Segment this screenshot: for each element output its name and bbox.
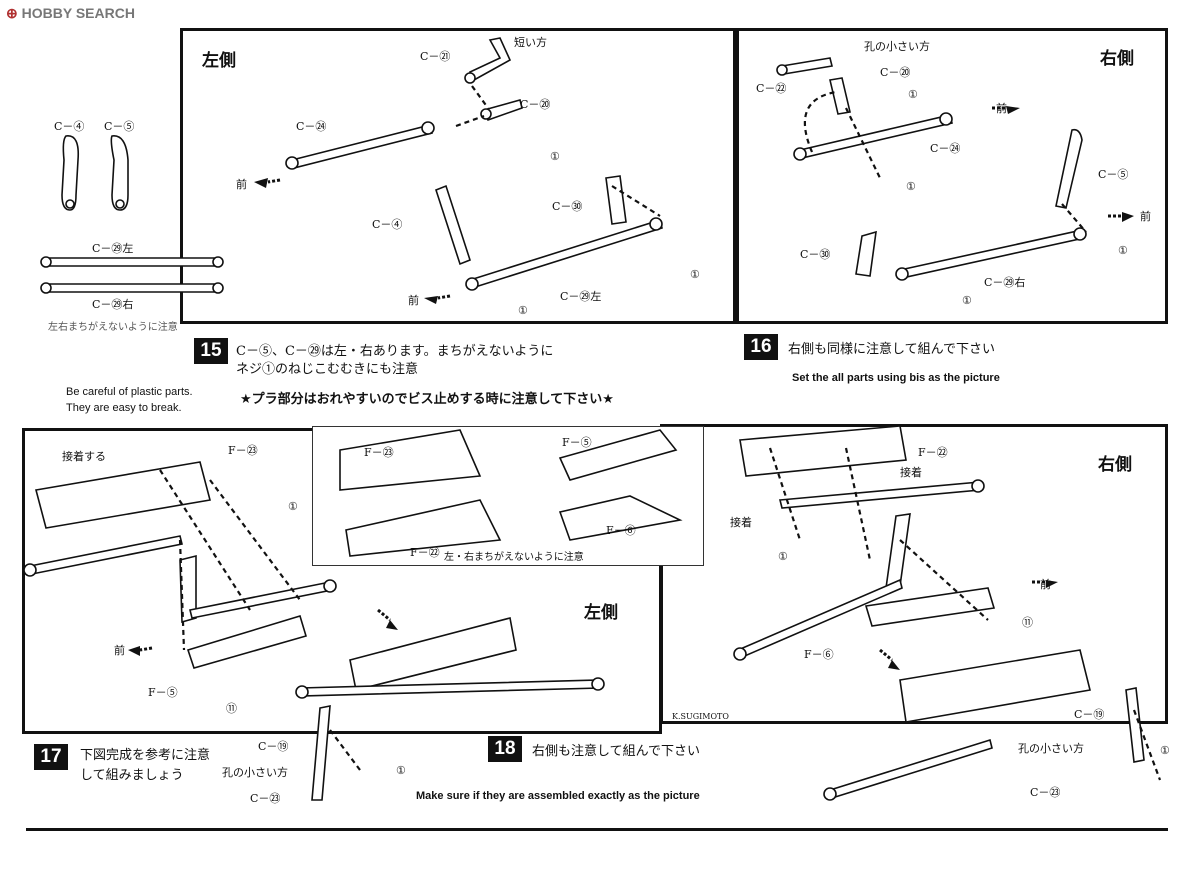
label-f6-p18: F－⑥ bbox=[804, 648, 834, 661]
panel17-side-label: 左側 bbox=[584, 603, 618, 623]
step-18-english: Make sure if they are assembled exactly … bbox=[416, 790, 700, 802]
center-caption: 左・右まちがえないように注意 bbox=[444, 552, 584, 563]
center-label-f5: F－⑤ bbox=[562, 436, 592, 449]
label-screw-1-p18-b: ① bbox=[1160, 744, 1170, 757]
label-c30-right: C－㉚ bbox=[800, 248, 831, 261]
label-f5: F－⑤ bbox=[148, 686, 178, 699]
label-front-right: 前 bbox=[996, 102, 1007, 115]
step-16-number: 16 bbox=[744, 334, 778, 360]
label-f22-p18: F－㉒ bbox=[918, 446, 948, 459]
panel18-side-label: 右側 bbox=[1098, 455, 1132, 475]
center-label-f22: F－㉒ bbox=[410, 546, 440, 559]
part-label-c29-left: C－㉙左 bbox=[92, 242, 134, 255]
part-label-c29-right: C－㉙右 bbox=[92, 298, 134, 311]
caution-english-2: They are easy to break. bbox=[66, 402, 182, 414]
label-hole-small-p18: 孔の小さい方 bbox=[1018, 742, 1084, 755]
step-18-text: 右側も注意して組んで下さい bbox=[532, 744, 700, 759]
bottom-rule bbox=[26, 828, 1168, 831]
label-front-right-2: 前 bbox=[1140, 210, 1151, 223]
label-glue-p18-b: 接着 bbox=[730, 516, 752, 529]
label-screw-1-step17: ① bbox=[396, 764, 406, 777]
label-glue-here: 接着する bbox=[62, 450, 106, 463]
step-17-text-2: して組みましょう bbox=[80, 768, 184, 783]
step-16-text: 右側も同様に注意して組んで下さい bbox=[788, 342, 995, 357]
artist-signature: K.SUGIMOTO bbox=[672, 712, 729, 721]
label-glue-p18: 接着 bbox=[900, 466, 922, 479]
label-c20: C－⑳ bbox=[520, 98, 551, 111]
label-c29-right: C－㉙右 bbox=[984, 276, 1026, 289]
hobby-search-watermark: ⊕ HOBBY SEARCH bbox=[6, 5, 135, 22]
label-screw-1-p17: ① bbox=[288, 500, 298, 513]
label-c21: C－㉑ bbox=[420, 50, 451, 63]
caution-english-1: Be careful of plastic parts. bbox=[66, 386, 193, 398]
label-screw-1-right-c: ① bbox=[1118, 244, 1128, 257]
label-c22: C－㉒ bbox=[756, 82, 787, 95]
label-screw-1c: ① bbox=[518, 304, 528, 317]
label-c4: C－④ bbox=[372, 218, 403, 231]
label-c23-p18: C－㉓ bbox=[1030, 786, 1061, 799]
step-17-number: 17 bbox=[34, 744, 68, 770]
label-c20-right: C－⑳ bbox=[880, 66, 911, 79]
label-c19-p18: C－⑲ bbox=[1074, 708, 1105, 721]
label-screw-11-p17: ⑪ bbox=[226, 702, 237, 715]
center-label-f6: F－⑥ bbox=[606, 524, 636, 537]
panel-16-frame bbox=[736, 28, 1168, 324]
label-c23-step17: C－㉓ bbox=[250, 792, 281, 805]
panel-18-frame bbox=[660, 424, 1168, 724]
label-f23: F－㉓ bbox=[228, 444, 258, 457]
part-label-c4: C－④ bbox=[54, 120, 85, 133]
label-c24: C－㉔ bbox=[296, 120, 327, 133]
label-c24-right: C－㉔ bbox=[930, 142, 961, 155]
label-hole-small: 孔の小さい方 bbox=[864, 40, 930, 53]
label-screw-1b: ① bbox=[690, 268, 700, 281]
label-c19-step17: C－⑲ bbox=[258, 740, 289, 753]
label-screw-1-p18: ① bbox=[778, 550, 788, 563]
parts-caption: 左右まちがえないように注意 bbox=[48, 322, 178, 333]
step-15-number: 15 bbox=[194, 338, 228, 364]
label-screw-1-right-b: ① bbox=[906, 180, 916, 193]
caution-japanese: ★プラ部分はおれやすいのでビス止めする時に注意して下さい★ bbox=[240, 392, 614, 407]
label-screw-1-right-d: ① bbox=[962, 294, 972, 307]
label-screw-1: ① bbox=[550, 150, 560, 163]
label-c30: C－㉚ bbox=[552, 200, 583, 213]
panel-15-frame bbox=[180, 28, 736, 324]
center-label-f23: F－㉓ bbox=[364, 446, 394, 459]
label-front-2: 前 bbox=[408, 294, 419, 307]
step-18-number: 18 bbox=[488, 736, 522, 762]
panel15-side-label: 左側 bbox=[202, 51, 236, 71]
part-label-c5: C－⑤ bbox=[104, 120, 135, 133]
step-15-text-2: ネジ①のねじこむむきにも注意 bbox=[236, 362, 419, 377]
label-c5-right: C－⑤ bbox=[1098, 168, 1129, 181]
label-screw-1-right: ① bbox=[908, 88, 918, 101]
step-15-text-1: C－⑤、C－㉙は左・右あります。まちがえないように bbox=[236, 344, 554, 359]
watermark-text: HOBBY SEARCH bbox=[21, 5, 135, 21]
label-front: 前 bbox=[236, 178, 247, 191]
label-screw-11-p18: ⑪ bbox=[1022, 616, 1033, 629]
label-hole-small-step17: 孔の小さい方 bbox=[222, 766, 288, 779]
label-c29-left: C－㉙左 bbox=[560, 290, 602, 303]
step-16-english: Set the all parts using bis as the pictu… bbox=[792, 372, 1000, 384]
label-short-side: 短い方 bbox=[514, 36, 547, 49]
watermark-icon: ⊕ bbox=[6, 5, 18, 21]
label-front-p18: 前 bbox=[1040, 578, 1051, 591]
panel16-side-label: 右側 bbox=[1100, 49, 1134, 69]
step-17-text-1: 下図完成を参考に注意 bbox=[80, 748, 211, 763]
label-front-p17: 前 bbox=[114, 644, 125, 657]
